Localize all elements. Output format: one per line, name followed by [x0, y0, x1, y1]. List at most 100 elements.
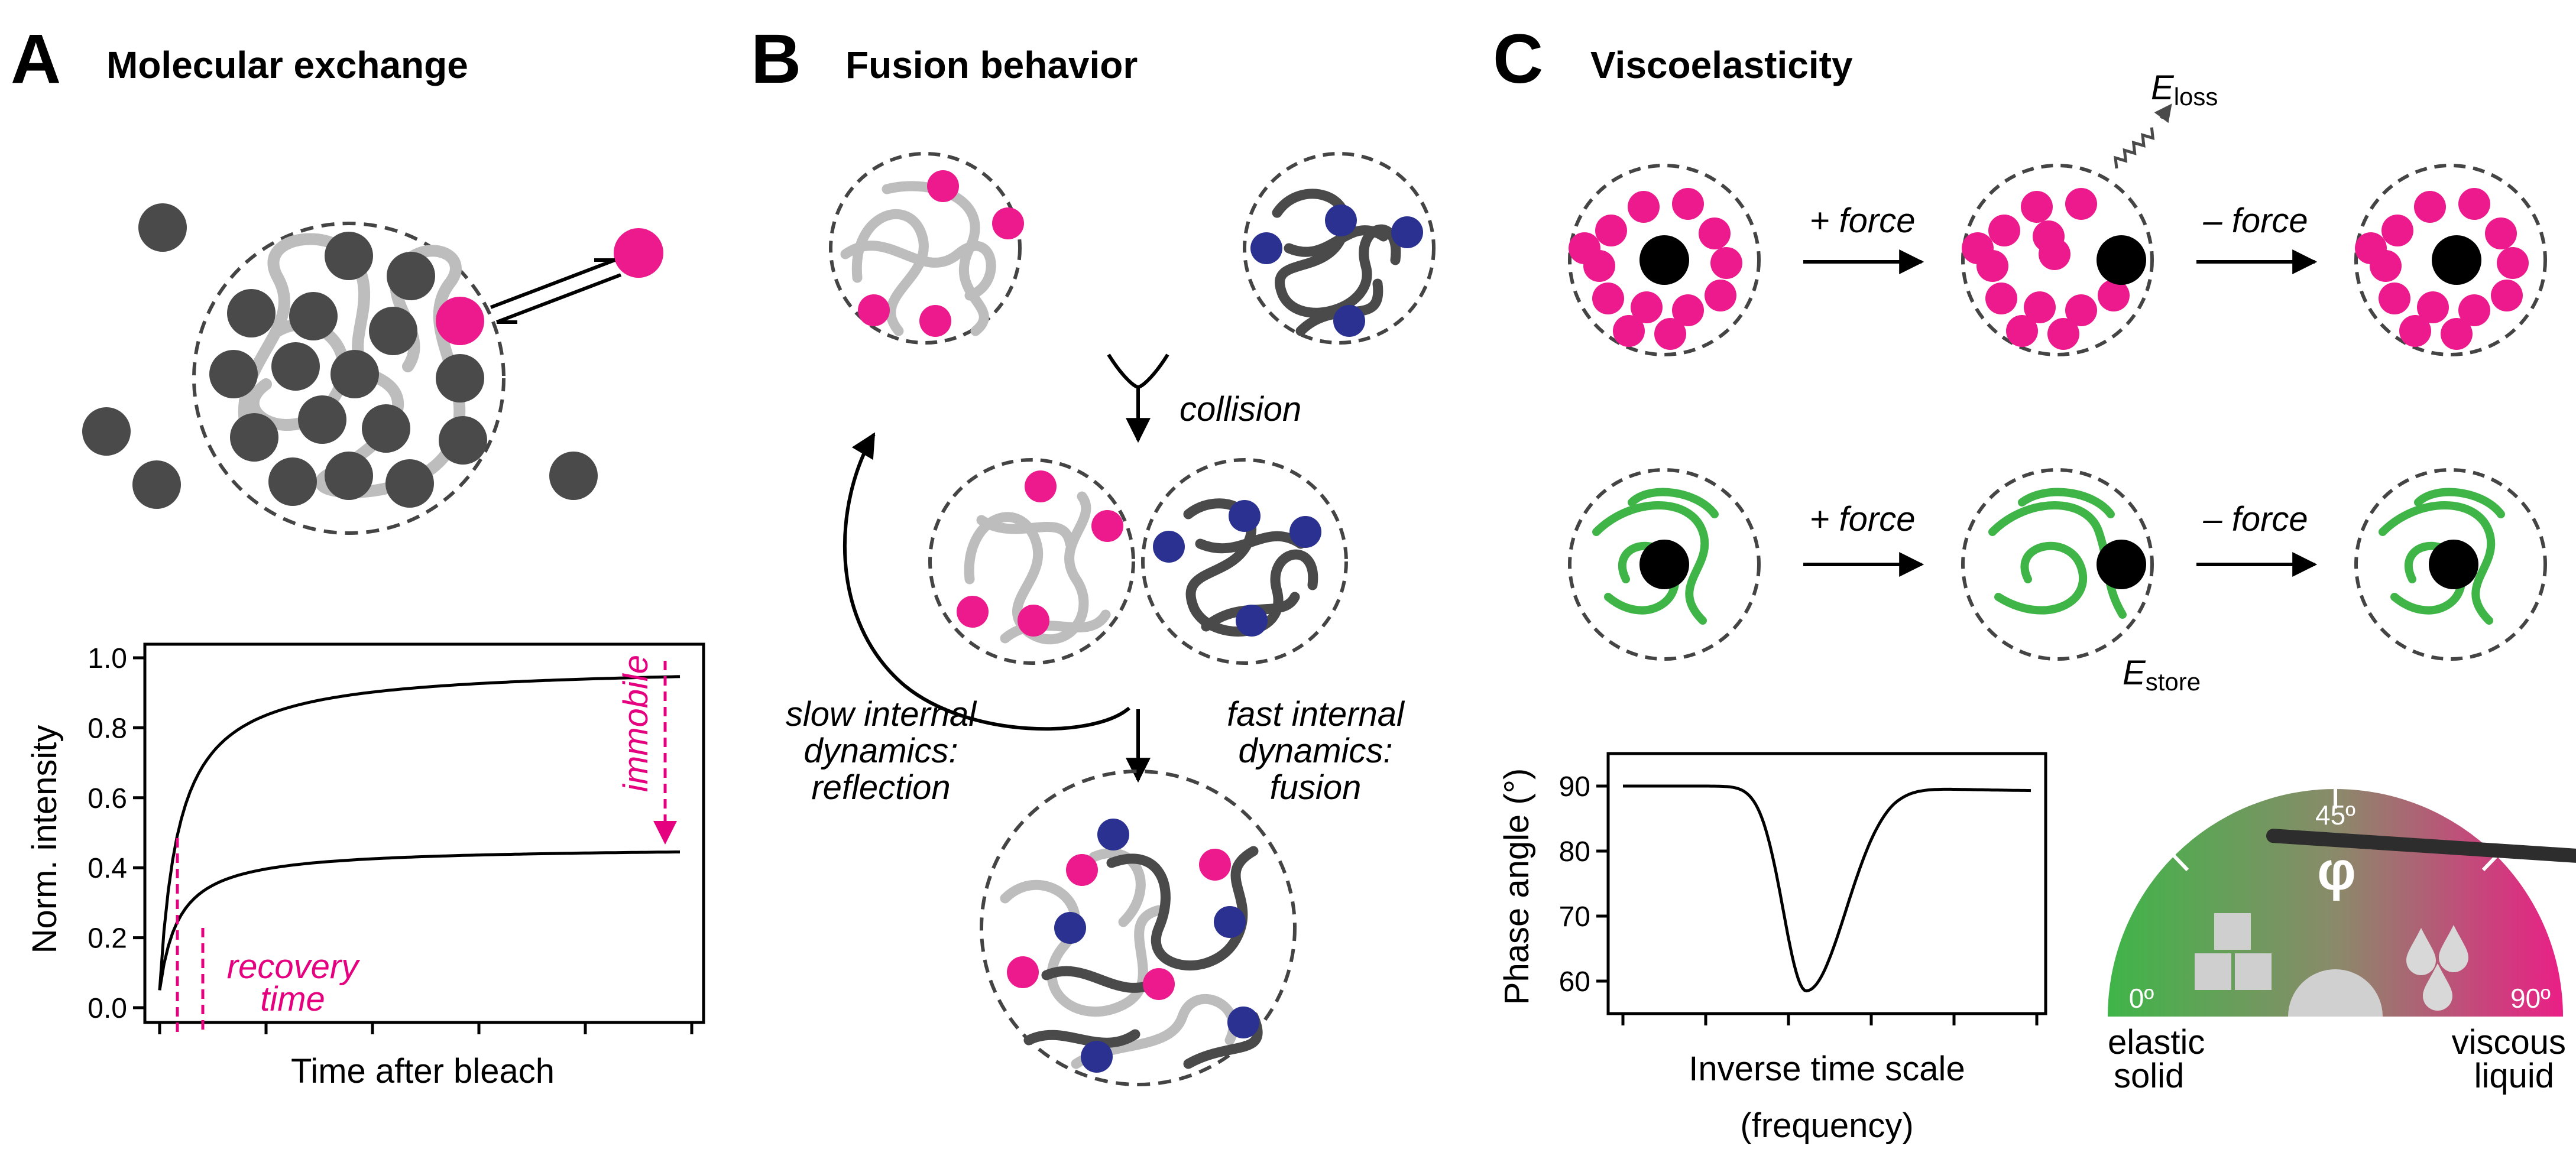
- recovery-label-1: recovery: [227, 947, 360, 986]
- panel-b-title: Fusion behavior: [845, 44, 1138, 86]
- crowded-molecule: [2024, 291, 2056, 323]
- frap-plot: 0.0 0.2 0.4 0.6 0.8 1.0 immobile recovery tim…: [25, 642, 705, 1090]
- droplet-dark: [1243, 152, 1436, 345]
- crowded-molecule: [2417, 291, 2449, 323]
- panel-b: B Fusion behavior collision: [751, 20, 1436, 1086]
- panel-a-letter: A: [11, 20, 61, 98]
- colliding-pair: [928, 458, 1348, 665]
- gauge-label-45: 45º: [2315, 800, 2355, 830]
- phase-y-tick-label: 80: [1559, 836, 1590, 868]
- slow-label-3: reflection: [811, 768, 950, 807]
- crowded-molecule: [1654, 318, 1686, 350]
- crowded-molecule: [2047, 318, 2079, 350]
- minus-force-label-bottom: – force: [2202, 500, 2308, 538]
- crowded-molecule: [2039, 238, 2070, 270]
- crowded-molecule: [1631, 291, 1663, 323]
- crowded-molecule: [2441, 318, 2473, 350]
- elastic-droplet-1: [1568, 468, 1761, 661]
- frap-y-tick-label: 0.4: [88, 853, 127, 884]
- collision-arrow: [1107, 353, 1169, 443]
- frap-y-tick-label: 0.6: [88, 783, 127, 814]
- plus-force-label-bottom: + force: [1810, 500, 1916, 538]
- crowded-molecule: [1672, 188, 1704, 220]
- viscous-label-2: liquid: [2474, 1057, 2554, 1095]
- crowded-molecule: [2485, 217, 2517, 249]
- crowded-molecule: [1710, 247, 1742, 279]
- viscous-droplet-2: [1961, 164, 2154, 356]
- elastic-droplets-row: [1568, 468, 2547, 661]
- crowded-molecule: [2458, 294, 2490, 326]
- recovery-time-lines: [176, 838, 205, 1034]
- elastic-label-1: elastic: [2108, 1023, 2205, 1061]
- energy-loss-arrow: [2154, 103, 2172, 124]
- solid-blocks-icon: [2195, 913, 2272, 990]
- reflection-arrow: [843, 432, 1130, 731]
- fused-droplet: [980, 770, 1297, 1086]
- phase-y-tick-label: 60: [1559, 966, 1590, 998]
- phi-symbol: φ: [2317, 841, 2356, 901]
- minus-force-label-top: – force: [2202, 202, 2308, 240]
- panel-b-letter: B: [751, 20, 801, 98]
- collision-label: collision: [1180, 390, 1301, 428]
- gauge-label-90: 90º: [2510, 983, 2551, 1014]
- exchange-arrows: [490, 258, 622, 324]
- crowded-molecule: [1699, 217, 1731, 249]
- liquid-drops-icon: [2406, 925, 2468, 1011]
- frap-curve-full: [158, 675, 681, 991]
- phase-y-label: Phase angle (°): [1498, 768, 1536, 1005]
- fast-label-3: fusion: [1270, 768, 1362, 807]
- energy-loss-squiggle: [2114, 127, 2155, 169]
- panel-c: C Viscoelasticity Eloss + force – force: [1493, 20, 2576, 1145]
- crowded-molecule: [1985, 283, 2017, 314]
- crowded-molecule: [2006, 315, 2038, 347]
- crowded-molecule: [2497, 247, 2529, 279]
- crowded-molecule: [2379, 283, 2410, 314]
- slow-label-2: dynamics:: [803, 732, 958, 770]
- panel-a: A Molecular exchange: [11, 20, 705, 1090]
- slow-label-1: slow internal: [786, 695, 977, 733]
- elastic-droplet-3: [2354, 468, 2547, 661]
- frap-y-tick-label: 0.0: [88, 993, 127, 1024]
- crowded-molecule: [1595, 215, 1627, 246]
- crowded-molecule: [2458, 188, 2490, 220]
- crowded-molecule: [1672, 294, 1704, 326]
- viscous-droplet-3: [2354, 164, 2547, 356]
- recovery-label-2: time: [260, 980, 325, 1018]
- crowded-molecule: [2381, 215, 2413, 246]
- gauge-label-0: 0º: [2129, 983, 2154, 1014]
- crowded-molecule: [1962, 232, 1994, 264]
- immobile-label: immobile: [617, 655, 655, 792]
- frap-y-tick-label: 0.2: [88, 923, 127, 955]
- phase-plot-frame: [1606, 752, 2047, 1015]
- frap-y-ticks: 0.0 0.2 0.4 0.6 0.8 1.0: [88, 643, 145, 1024]
- e-loss-label: Eloss: [2151, 69, 2218, 111]
- probe-bead: [1639, 235, 1689, 285]
- crowded-molecule: [1569, 232, 1600, 264]
- crowded-molecule: [2021, 191, 2053, 223]
- panel-c-letter: C: [1493, 20, 1543, 98]
- frap-x-axis-label: Time after bleach: [291, 1052, 555, 1090]
- plus-force-label-top: + force: [1810, 202, 1916, 240]
- phase-curve: [1623, 784, 2031, 993]
- panel-a-title: Molecular exchange: [106, 44, 468, 86]
- droplet-boundary: [2354, 164, 2547, 356]
- e-store-label: Estore: [2123, 654, 2201, 696]
- gauge-hub: [2288, 969, 2383, 1017]
- frap-x-ticks: [158, 1022, 694, 1034]
- phase-y-tick-label: 90: [1559, 771, 1590, 803]
- crowded-molecule: [2098, 280, 2130, 311]
- probe-bead: [2432, 235, 2481, 285]
- bleached-molecule: [436, 297, 484, 345]
- droplet-boundary: [1568, 164, 1761, 356]
- phase-x-ticks: [1621, 1014, 2039, 1025]
- viscous-droplet-1: [1568, 164, 1761, 356]
- phase-x-label-2: (frequency): [1740, 1106, 1913, 1145]
- droplet-light: [829, 152, 1024, 345]
- crowded-molecule: [2355, 232, 2387, 264]
- frap-y-tick-label: 0.8: [88, 713, 127, 744]
- frap-curve-partial: [158, 850, 680, 991]
- panel-c-title: Viscoelasticity: [1590, 44, 1853, 86]
- crowded-molecule: [1988, 215, 2020, 246]
- frap-y-tick-label: 1.0: [88, 643, 127, 674]
